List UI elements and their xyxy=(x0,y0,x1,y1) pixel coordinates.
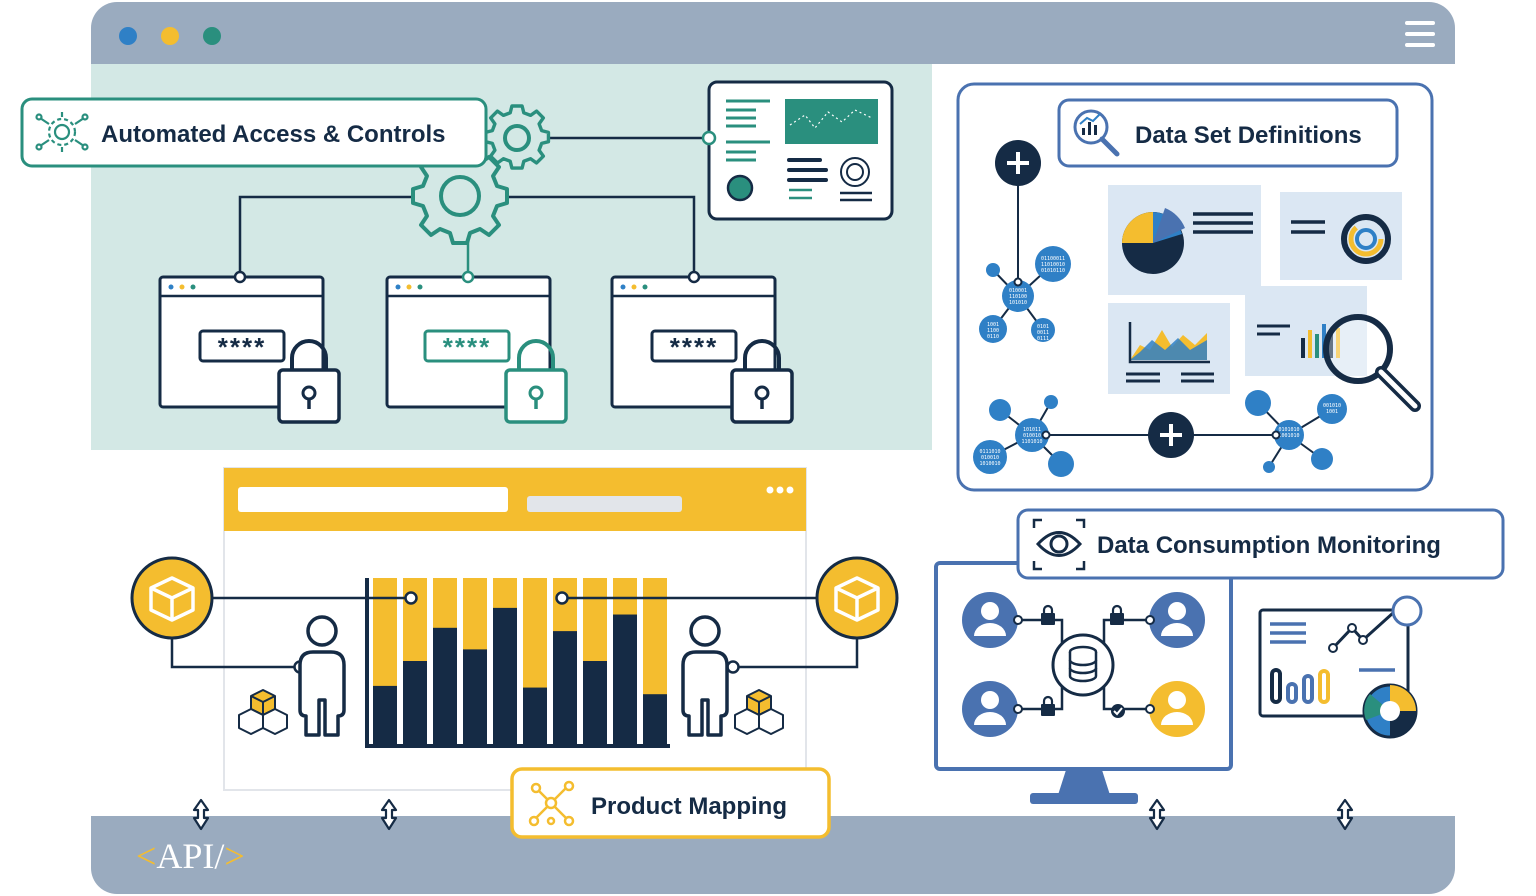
svg-text:010001: 010001 xyxy=(1009,288,1027,294)
bar-segment-navy xyxy=(373,685,397,744)
monitoring-label-text: Data Consumption Monitoring xyxy=(1097,532,1441,559)
data-node xyxy=(973,246,1347,477)
donut-chart-tile xyxy=(1280,192,1402,280)
mapping-bar-chart xyxy=(373,578,667,744)
password-mask: **** xyxy=(670,332,718,362)
gear-icon xyxy=(411,104,551,245)
network-nodes-icon xyxy=(528,780,575,827)
login-window-1: **** xyxy=(158,270,341,424)
user-avatar-icon xyxy=(1149,592,1205,648)
login-window-2: **** xyxy=(385,270,568,424)
user-avatar-icon xyxy=(1149,681,1205,737)
connector-dots xyxy=(1013,277,1281,440)
padlock-icon xyxy=(277,339,341,424)
bar-segment-navy xyxy=(403,661,427,744)
svg-text:101011: 101011 xyxy=(1023,427,1041,433)
svg-text:0101: 0101 xyxy=(1037,324,1049,330)
svg-text:010010: 010010 xyxy=(981,455,999,461)
bar-chart-tile xyxy=(1245,286,1367,376)
api-label: <API/> xyxy=(136,836,245,876)
connector-dots xyxy=(1013,615,1155,714)
pie-chart-tile xyxy=(1108,185,1261,295)
password-field[interactable] xyxy=(650,329,738,363)
svg-text:110100: 110100 xyxy=(1009,294,1027,300)
svg-text:1010010: 1010010 xyxy=(979,461,1000,467)
password-field[interactable] xyxy=(423,329,511,363)
more-options-icon[interactable] xyxy=(766,486,794,494)
svg-text:1101010: 1101010 xyxy=(1021,439,1042,445)
product-cube-icon xyxy=(130,556,214,640)
svg-text:101010: 101010 xyxy=(1009,300,1027,306)
mapping-label-text: Product Mapping xyxy=(591,793,787,820)
bar-segment-navy xyxy=(463,649,487,744)
svg-text:0110: 0110 xyxy=(987,334,999,340)
database-icon xyxy=(1051,633,1115,697)
password-field[interactable] xyxy=(198,329,286,363)
monitoring-connectors xyxy=(1018,618,1150,711)
bar-segment-navy xyxy=(433,627,457,744)
window-dot-blue[interactable] xyxy=(119,27,137,45)
datasets-label: Data Set Definitions xyxy=(1057,98,1399,168)
bar-segment-navy xyxy=(493,607,517,744)
access-label-text: Automated Access & Controls xyxy=(101,121,446,148)
window-dot-yellow[interactable] xyxy=(161,27,179,45)
padlock-icon xyxy=(730,339,794,424)
person-icon xyxy=(681,615,729,737)
svg-text:0111010: 0111010 xyxy=(979,449,1000,455)
bar-segment-navy xyxy=(553,631,577,744)
access-label: Automated Access & Controls xyxy=(20,97,488,168)
gear-circuit-icon xyxy=(35,112,89,152)
analytics-board xyxy=(1258,595,1423,739)
login-window-3: **** xyxy=(610,270,794,424)
user-avatar-icon xyxy=(962,681,1018,737)
svg-text:0101010: 0101010 xyxy=(1278,427,1299,433)
svg-text:1001010: 1001010 xyxy=(1278,433,1299,439)
checkmark-icon xyxy=(1111,704,1125,718)
password-mask: **** xyxy=(218,332,266,362)
monitoring-label: Data Consumption Monitoring xyxy=(1016,508,1505,580)
product-cube-icon xyxy=(815,556,899,640)
bar-segment-navy xyxy=(583,661,607,744)
api-arrows xyxy=(192,798,1354,831)
datasets-label-text: Data Set Definitions xyxy=(1135,122,1362,149)
padlock-icon xyxy=(504,339,568,424)
svg-text:1001: 1001 xyxy=(1326,409,1338,415)
hamburger-menu-icon[interactable] xyxy=(1405,21,1435,47)
chart-axes xyxy=(365,578,670,748)
dashboard-tablet xyxy=(701,80,894,221)
svg-text:01100011: 01100011 xyxy=(1041,256,1065,262)
bar-segment-navy xyxy=(613,614,637,744)
mapping-search-bar[interactable] xyxy=(238,487,508,512)
password-mask: **** xyxy=(443,332,491,362)
svg-text:010010: 010010 xyxy=(1023,433,1041,439)
mapping-connectors xyxy=(170,596,859,669)
analytics-search-icon xyxy=(1073,109,1120,157)
area-chart-tile xyxy=(1108,303,1230,394)
bar-segment-navy xyxy=(643,694,667,744)
person-icon xyxy=(298,615,346,737)
svg-text:01010110: 01010110 xyxy=(1041,268,1065,274)
bar-segment-navy xyxy=(523,687,547,744)
add-icon[interactable] xyxy=(1148,412,1194,458)
mapping-tab-placeholder xyxy=(527,496,682,512)
svg-text:0011: 0011 xyxy=(1037,330,1049,336)
svg-text:1001: 1001 xyxy=(987,322,999,328)
mapping-label: Product Mapping xyxy=(510,767,831,839)
svg-text:11010010: 11010010 xyxy=(1041,262,1065,268)
window-dot-teal[interactable] xyxy=(203,27,221,45)
magnifier-icon xyxy=(1323,314,1421,412)
svg-text:1100: 1100 xyxy=(987,328,999,334)
lock-icon xyxy=(1041,604,1124,716)
user-avatar-icon xyxy=(962,592,1018,648)
cubes-stack-icon xyxy=(238,689,288,735)
eye-icon xyxy=(1032,518,1086,571)
connector-dots xyxy=(293,591,740,674)
svg-text:0111: 0111 xyxy=(1037,336,1049,342)
svg-text:001010: 001010 xyxy=(1323,403,1341,409)
add-icon[interactable] xyxy=(995,140,1041,186)
cubes-stack-icon xyxy=(734,689,784,735)
